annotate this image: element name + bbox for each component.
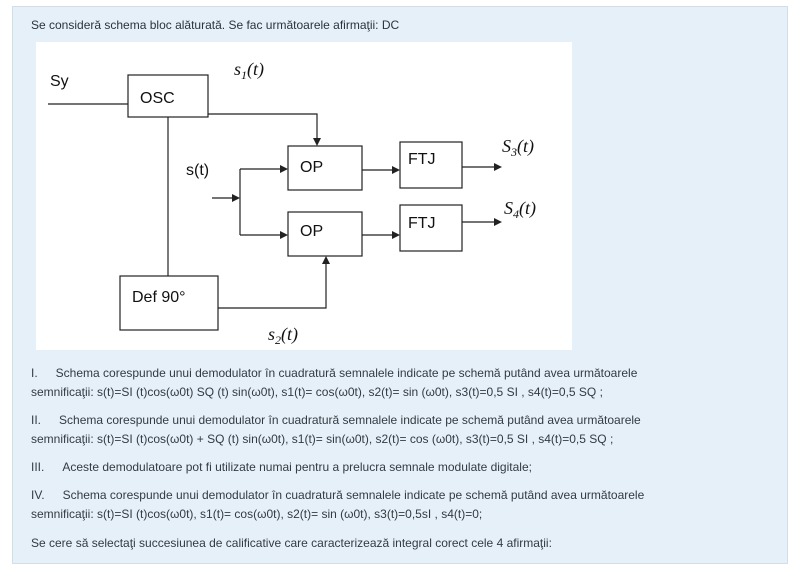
arrowhead bbox=[494, 163, 502, 171]
osc-label: OSC bbox=[140, 90, 175, 107]
statement-text: semnificaţii: s(t)=SI (t)cos(ω0t) + SQ (… bbox=[31, 432, 614, 446]
ftj2-block bbox=[399, 204, 463, 252]
s-label: s(t) bbox=[186, 162, 209, 179]
statement-number: II. bbox=[31, 413, 42, 427]
arrowhead bbox=[280, 165, 288, 173]
def90-block bbox=[119, 275, 219, 331]
op1-block bbox=[287, 145, 363, 191]
statement-text: Schema corespunde unui demodulator în cu… bbox=[55, 366, 638, 380]
statement-text: Aceste demodulatoare pot fi utilizate nu… bbox=[62, 460, 532, 474]
ftj1-label: FTJ bbox=[408, 151, 436, 168]
osc-block bbox=[127, 74, 209, 118]
arrowhead bbox=[322, 256, 330, 264]
arrowhead bbox=[494, 218, 502, 226]
statement-text: Schema corespunde unui demodulator în cu… bbox=[59, 413, 641, 427]
op2-block bbox=[287, 211, 363, 257]
s3-label: S3(t) bbox=[502, 136, 534, 159]
statement-text: Schema corespunde unui demodulator în cu… bbox=[62, 488, 645, 502]
statement-3: III. Aceste demodulatoare pot fi utilizat… bbox=[31, 458, 751, 477]
op1-label: OP bbox=[300, 159, 323, 176]
statement-text: semnificaţii: s(t)=SI (t)cos(ω0t), s1(t)… bbox=[31, 507, 483, 521]
statement-4: IV. Schema corespunde unui demodulator în… bbox=[31, 486, 751, 524]
s2-label: s2(t) bbox=[268, 324, 298, 347]
statement-1: I. Schema corespunde unui demodulator în … bbox=[31, 364, 751, 402]
s4-label: S4(t) bbox=[504, 198, 536, 221]
arrowhead bbox=[280, 231, 288, 239]
statement-number: I. bbox=[31, 366, 38, 380]
arrowhead bbox=[232, 194, 240, 202]
def90-label: Def 90° bbox=[132, 289, 186, 306]
arrowhead bbox=[392, 166, 400, 174]
op2-label: OP bbox=[300, 223, 323, 240]
statement-2: II. Schema corespunde unui demodulator în… bbox=[31, 411, 751, 449]
def-to-op2-line bbox=[218, 264, 327, 309]
statement-number: IV. bbox=[31, 488, 45, 502]
s1-label: s1(t) bbox=[234, 59, 264, 82]
ftj1-block bbox=[399, 141, 463, 189]
block-diagram: Sy OSC s1(t) OP FTJ S3(t) s(t) bbox=[36, 42, 572, 350]
question-text: Se cere să selectaţi succesiunea de cali… bbox=[31, 536, 552, 550]
osc-to-op1-line bbox=[208, 113, 318, 138]
diagram-input-label: Sy bbox=[50, 73, 69, 90]
statement-number: III. bbox=[31, 460, 45, 474]
arrowhead bbox=[313, 138, 321, 146]
intro-text: Se consideră schema bloc alăturată. Se f… bbox=[31, 18, 400, 32]
ftj2-label: FTJ bbox=[408, 215, 436, 232]
statement-text: semnificaţii: s(t)=SI (t)cos(ω0t) SQ (t)… bbox=[31, 385, 603, 399]
arrowhead bbox=[392, 231, 400, 239]
